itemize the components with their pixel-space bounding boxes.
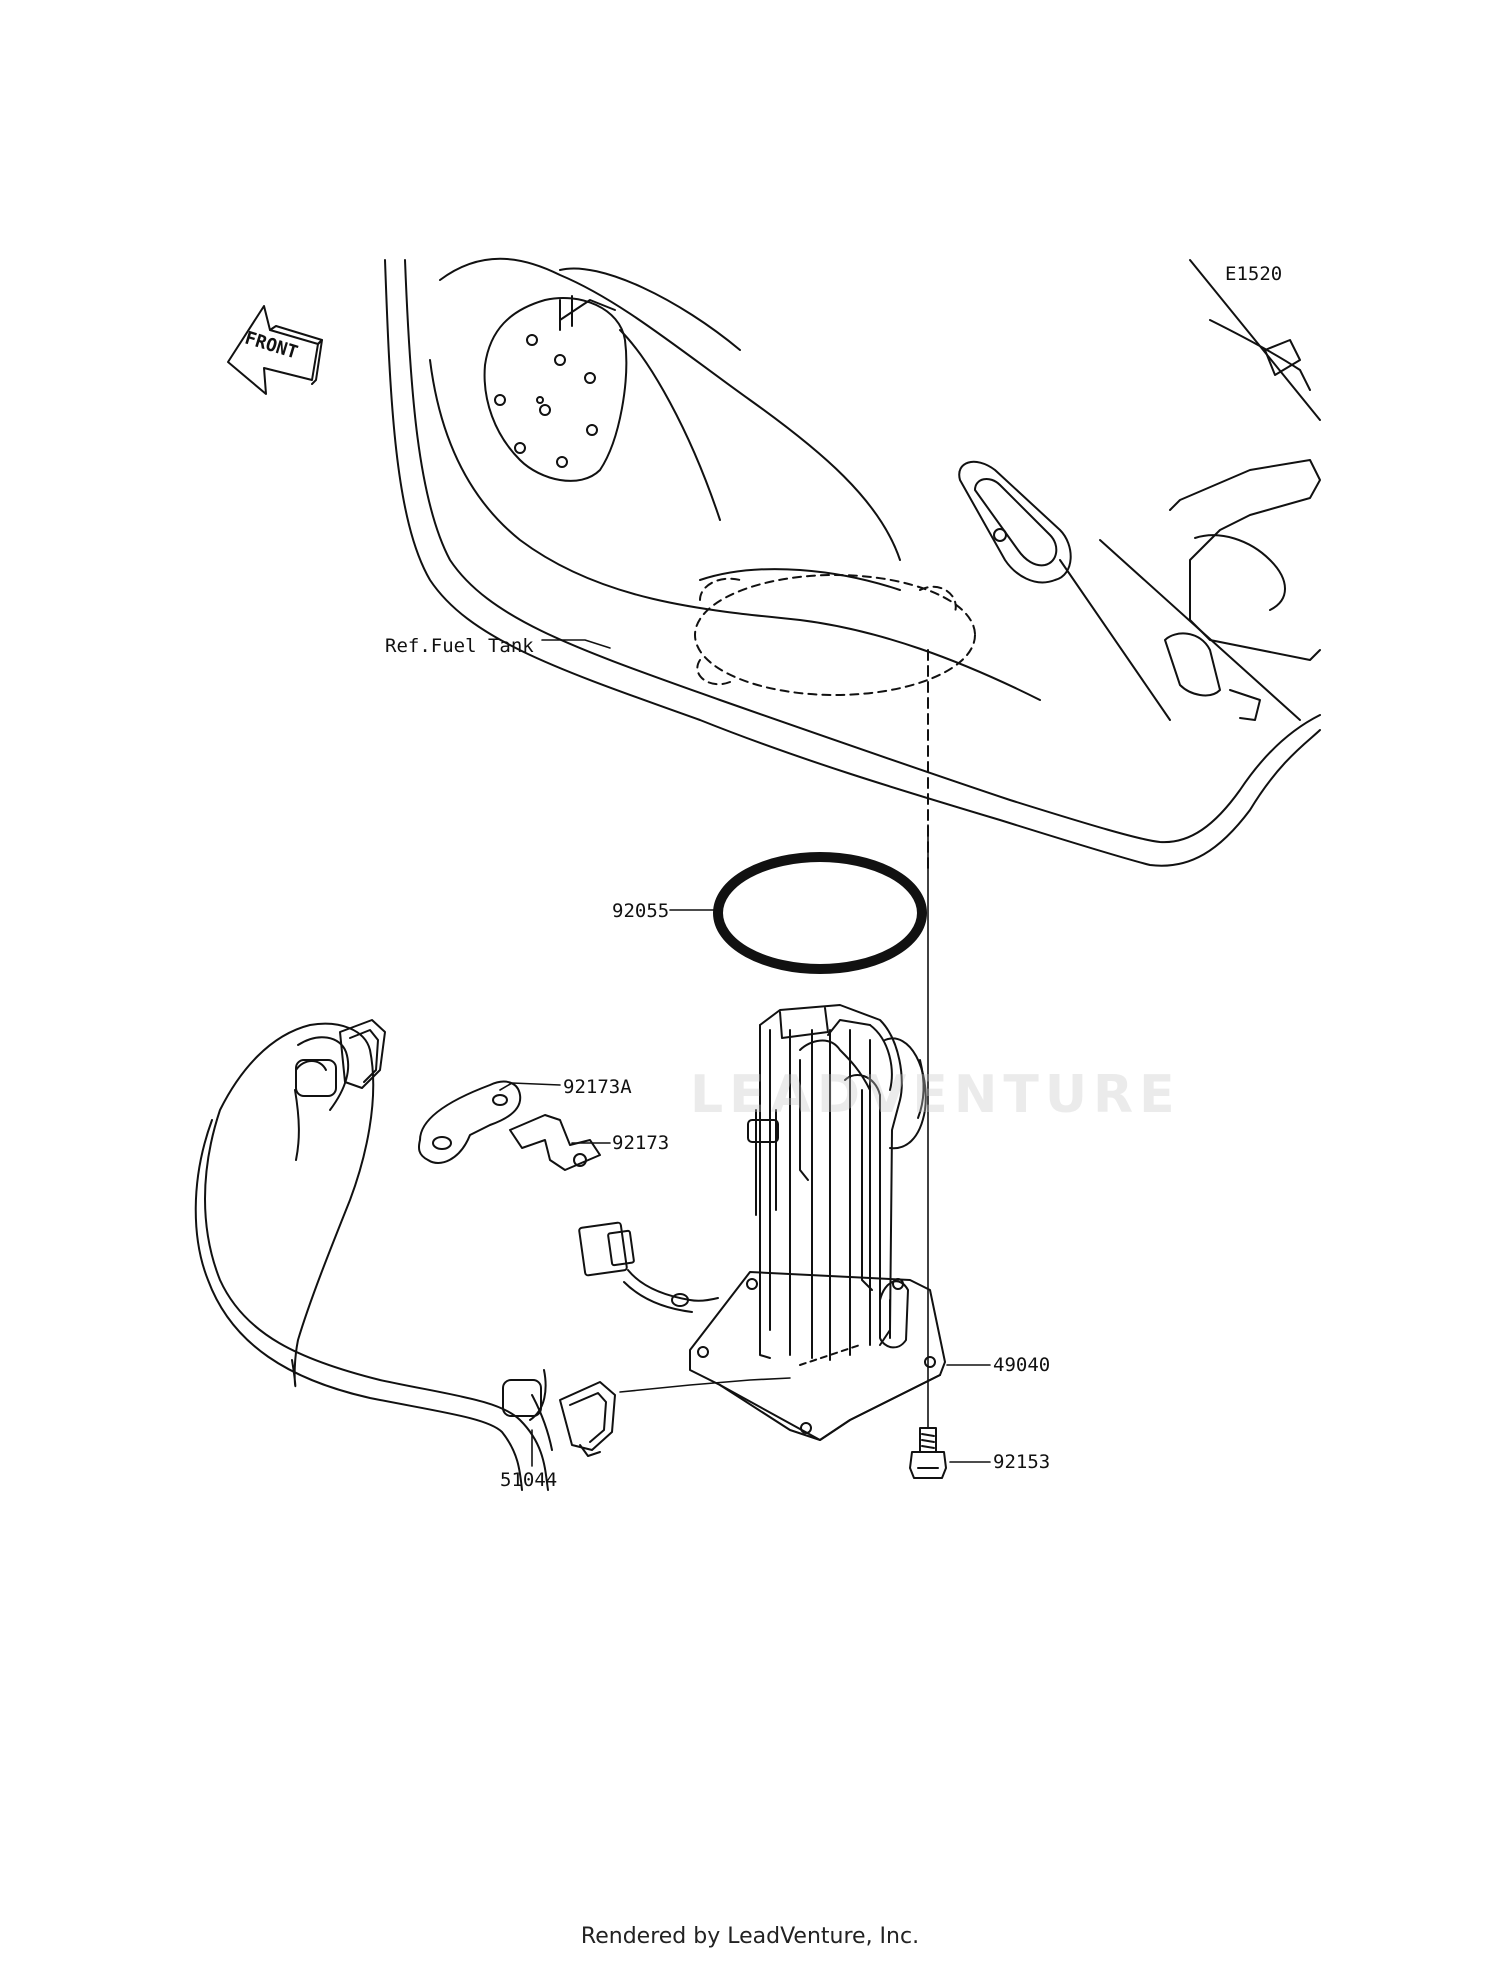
part-label-92153: 92153 [993,1451,1051,1473]
gasket-ring [713,852,927,974]
tank-edge-detail [1209,319,1311,391]
part-label-49040: 49040 [993,1354,1051,1376]
hose-clamp [509,1114,601,1171]
fuel-tank-ref [384,257,1321,867]
diagram-code: E1520 [1225,263,1283,285]
part-label-92055: 92055 [612,900,670,922]
bolt [909,1427,947,1479]
ref-fuel-tank-label: Ref.Fuel Tank [385,635,534,657]
footer-credit: Rendered by LeadVenture, Inc. [580,1924,920,1949]
pump-mount-dashed [694,574,976,696]
fuel-hose [194,1019,616,1491]
front-arrow-icon [227,305,323,395]
part-label-92173a: 92173A [563,1076,632,1098]
fuel-pump-assembly [689,1004,946,1441]
washer-plate [418,1080,522,1164]
filler-cap [483,295,628,482]
part-label-92173: 92173 [612,1132,670,1154]
leader-lines [499,639,991,1467]
tank-mount-fitting [958,460,1072,584]
tank-bracket [1164,459,1321,721]
watermark-text: LEADVENTURE [690,1065,1181,1125]
part-label-51044: 51044 [500,1469,558,1491]
wire-connector [578,1221,719,1313]
